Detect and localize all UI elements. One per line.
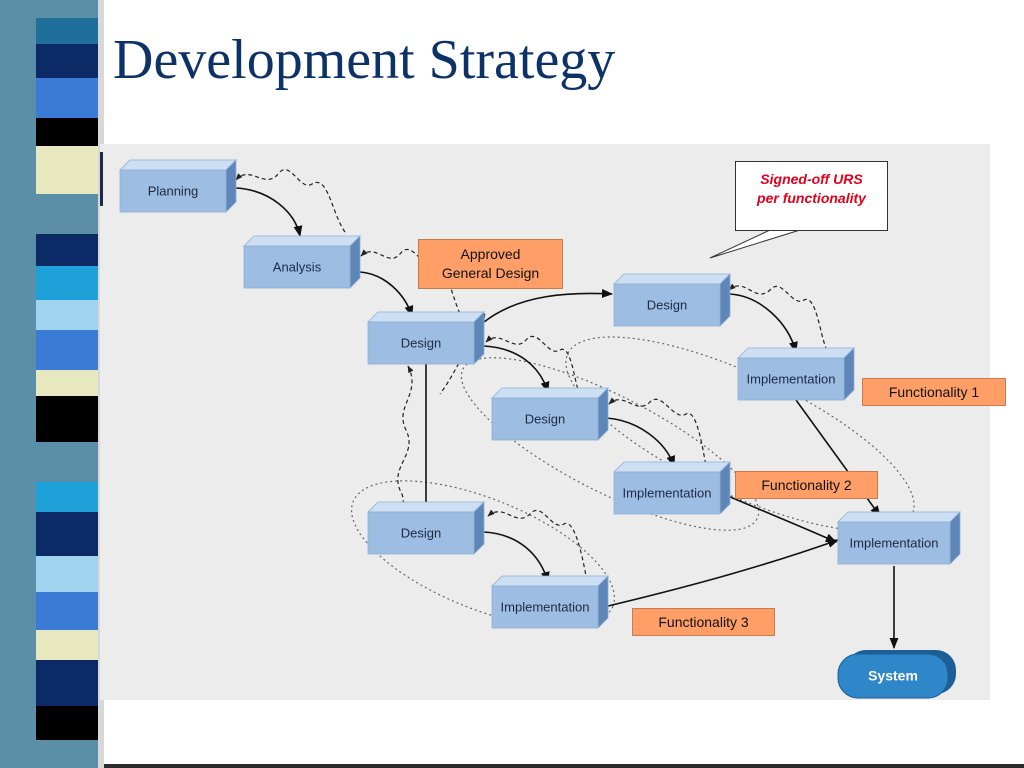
- process-box-design-main: Design: [367, 311, 485, 365]
- signed-off-urs-callout: Signed-off URS per functionality: [735, 161, 888, 231]
- diagram-canvas: Planning Analysis Design Design Implemen…: [100, 144, 990, 700]
- approved-general-design-callout: Approved General Design: [418, 239, 563, 289]
- urs-callout-line-1: Signed-off URS: [760, 171, 863, 187]
- group-ellipse-functionality-3: [350, 480, 616, 628]
- node-label-design-f3: Design: [401, 525, 441, 540]
- process-box-design-f1: Design: [613, 273, 731, 327]
- node-label-design-main: Design: [401, 335, 441, 350]
- node-label-impl-f2: Implementation: [623, 485, 712, 500]
- process-box-impl-f2: Implementation: [613, 461, 731, 515]
- node-label-impl-f3: Implementation: [501, 599, 590, 614]
- group-ellipse-functionality-2: [460, 357, 760, 531]
- process-box-planning: Planning: [119, 159, 237, 213]
- process-box-impl-f3: Implementation: [491, 575, 609, 629]
- functionality-1-label: Functionality 1: [862, 378, 1006, 406]
- process-box-analysis: Analysis: [243, 235, 361, 289]
- approved-callout-line-2: General Design: [441, 265, 540, 281]
- functionality-3-label: Functionality 3: [632, 608, 775, 636]
- slide-title: Development Strategy: [113, 29, 616, 91]
- node-label-design-f2: Design: [525, 411, 565, 426]
- node-label-planning: Planning: [148, 183, 199, 198]
- node-label-analysis: Analysis: [273, 259, 322, 274]
- approved-callout-line-1: Approved: [460, 246, 521, 263]
- process-box-impl-final: Implementation: [837, 511, 961, 565]
- urs-callout-line-2: per functionality: [757, 189, 866, 206]
- bottom-rule: [104, 764, 1024, 768]
- development-strategy-diagram: Planning Analysis Design Design Implemen…: [100, 144, 990, 700]
- functionality-2-label: Functionality 2: [735, 471, 878, 499]
- node-label-system: System: [868, 668, 918, 684]
- flow-connectors: [235, 187, 899, 650]
- decorative-side-strip: [0, 0, 118, 768]
- system-terminal: System: [837, 650, 956, 699]
- node-label-design-f1: Design: [647, 297, 687, 312]
- process-box-impl-f1: Implementation: [737, 347, 855, 401]
- process-box-design-f3: Design: [367, 501, 485, 555]
- node-label-impl-f1: Implementation: [747, 371, 836, 386]
- node-label-impl-final: Implementation: [850, 535, 939, 550]
- process-box-design-f2: Design: [491, 387, 609, 441]
